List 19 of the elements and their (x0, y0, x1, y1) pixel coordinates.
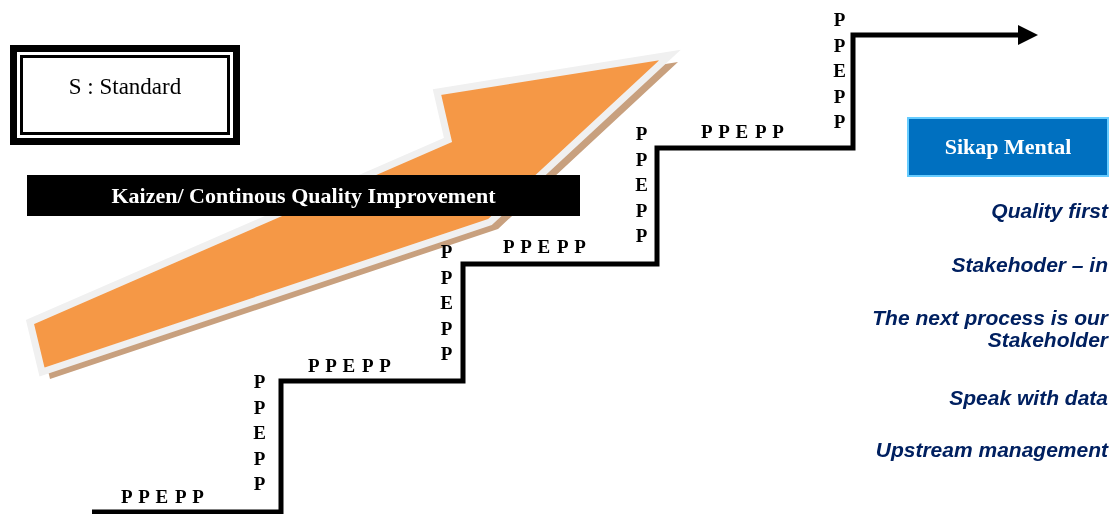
box-label: S : Standard (68, 74, 182, 101)
band-title: Kaizen/ Continous Quality Improvement (111, 182, 496, 209)
standard-box (10, 45, 240, 145)
step-label: P P E P P (832, 8, 847, 134)
title-band (27, 175, 580, 216)
mindset-item: Upstream management (875, 439, 1108, 461)
step-label: P P E P P (701, 122, 784, 141)
mindset-item: Quality first (991, 200, 1108, 222)
step-label: P P E P P (439, 240, 454, 366)
heading-label: Sikap Mental (944, 134, 1072, 160)
step-label: P P E P P (634, 122, 649, 248)
mindset-item: Speak with data (949, 387, 1108, 409)
step-label: P P E P P (252, 370, 267, 496)
step-label: P P E P P (503, 237, 586, 256)
mindset-item: Stakehoder – in (951, 254, 1108, 276)
mindset-item: The next process is our Stakeholder (871, 307, 1108, 351)
step-label: P P E P P (308, 356, 391, 375)
heading-box (907, 117, 1109, 177)
step-label: P P E P P (121, 487, 204, 506)
